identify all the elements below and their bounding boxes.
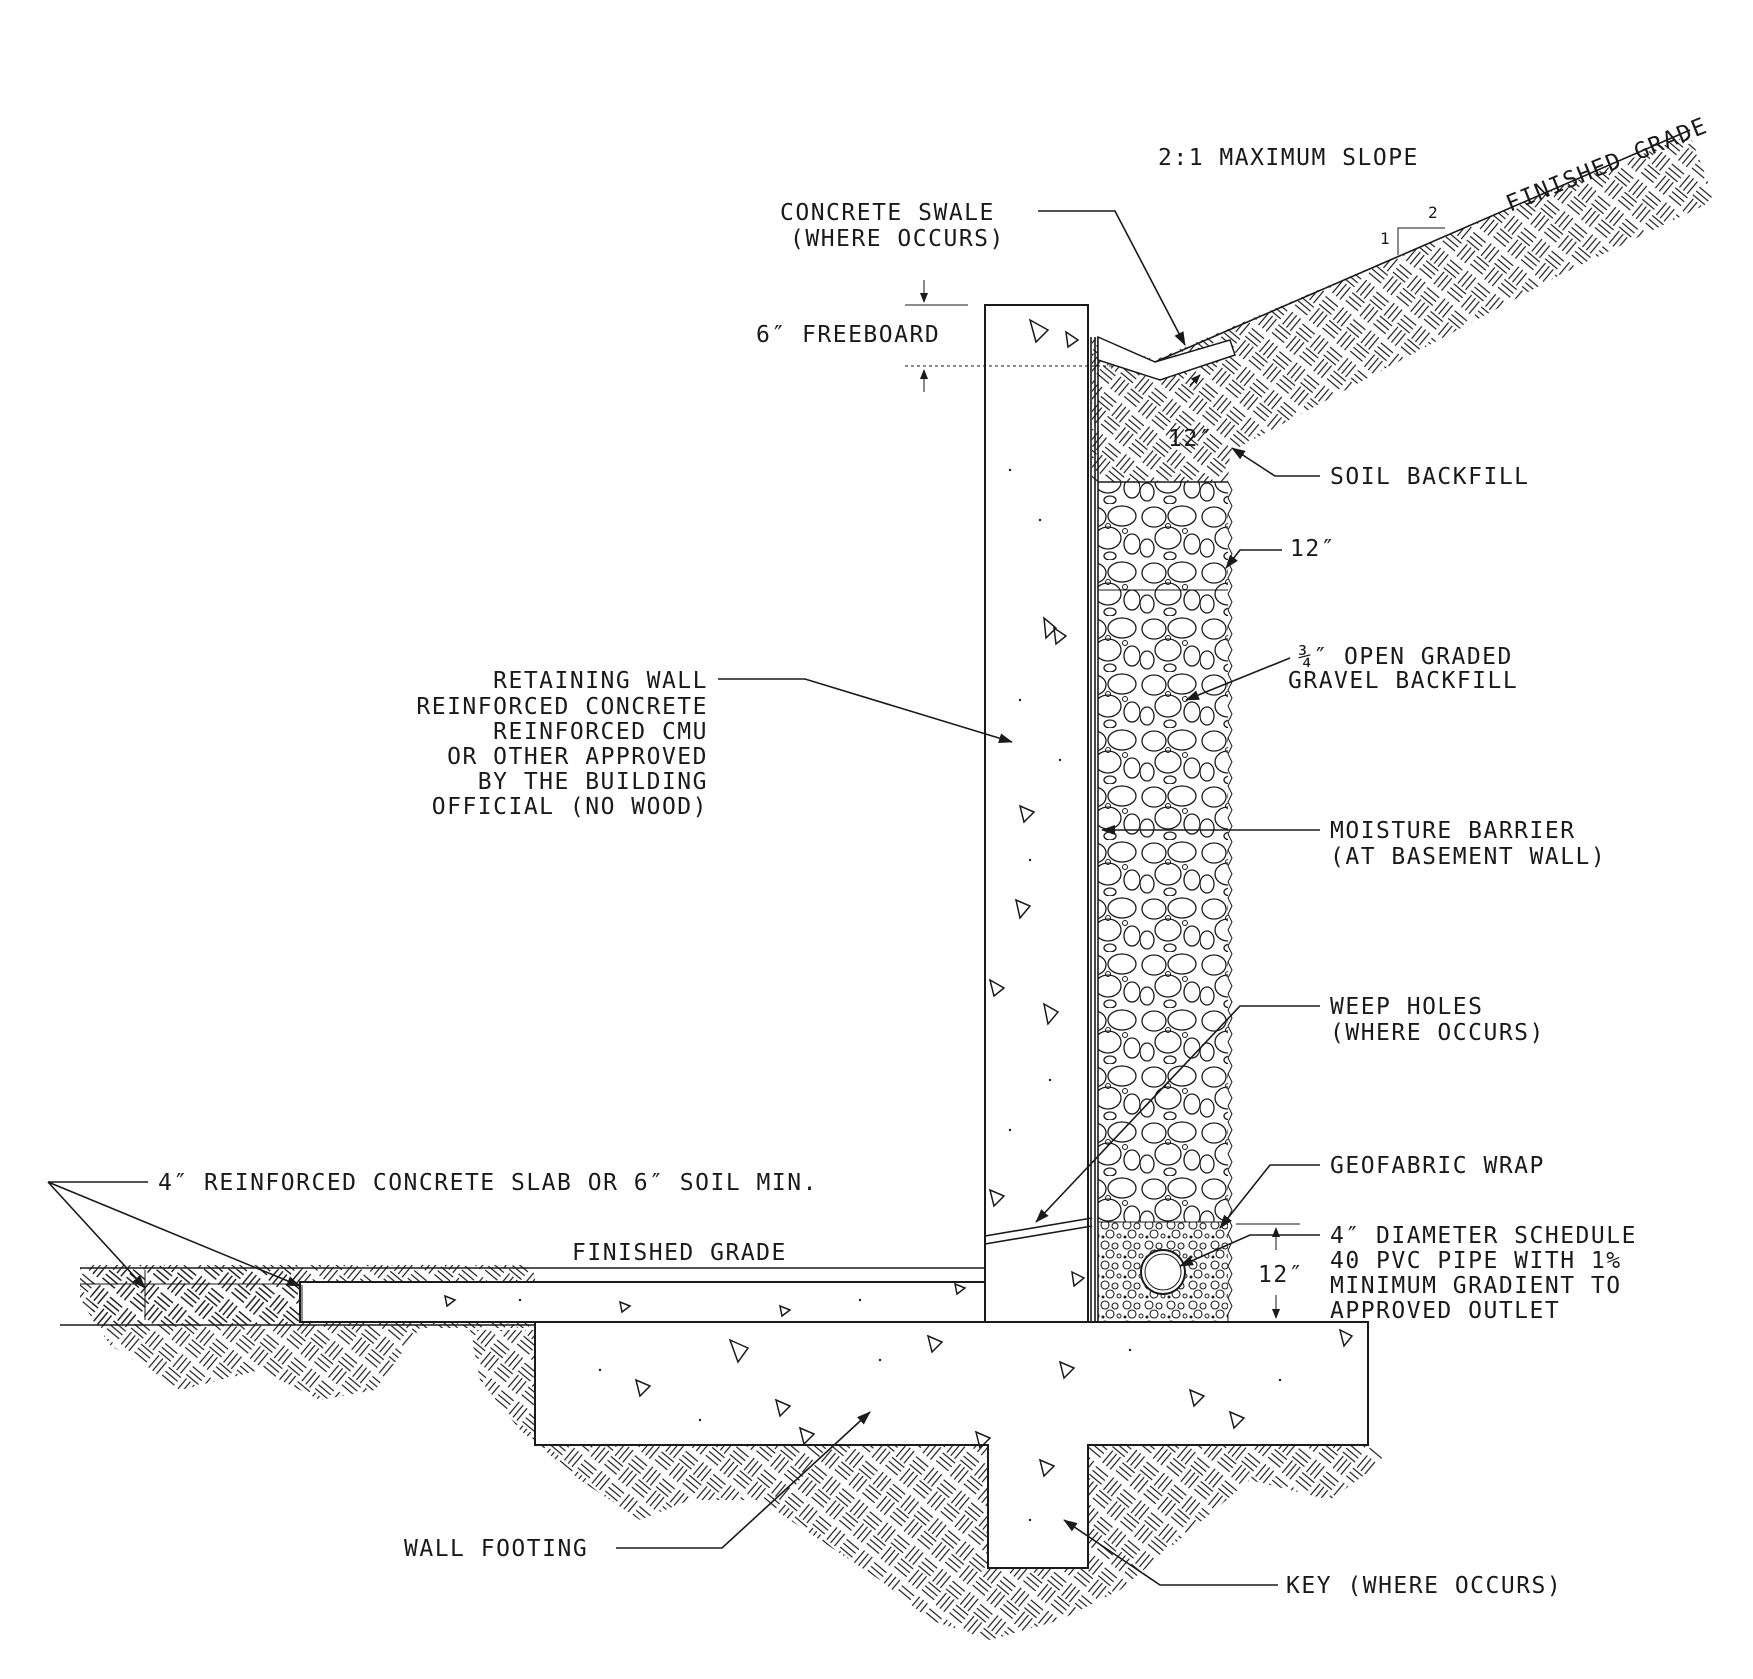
finished-grade-bottom-label: FINISHED GRADE xyxy=(572,1240,787,1266)
leader-lines xyxy=(47,210,1320,1586)
concrete-swale-label-2: (WHERE OCCURS) xyxy=(790,226,1005,252)
concrete-slab xyxy=(299,1281,986,1323)
slope-run-label: 2 xyxy=(1428,203,1438,222)
pipe-bed-dim: 12″ xyxy=(1258,1262,1304,1288)
finished-grade-slope-line xyxy=(1154,129,1691,363)
freeboard-label: 6″ FREEBOARD xyxy=(756,322,940,348)
wall-footing xyxy=(534,1321,1369,1569)
max-slope-label: 2:1 MAXIMUM SLOPE xyxy=(1158,145,1419,171)
gravel-backfill-label: ¾″ OPEN GRADED xyxy=(1298,644,1513,670)
moisture-barrier-label-2: (AT BASEMENT WALL) xyxy=(1330,844,1606,870)
concrete-aggregate-marks xyxy=(443,318,1354,1478)
retaining-wall-stem xyxy=(984,304,1089,1323)
pvc-pipe-label-3: MINIMUM GRADIENT TO xyxy=(1330,1273,1622,1299)
gravel-backfill-label-2: GRAVEL BACKFILL xyxy=(1288,668,1518,694)
pvc-pipe-label-2: 40 PVC PIPE WITH 1% xyxy=(1330,1248,1622,1274)
soil-backfill-label: SOIL BACKFILL xyxy=(1330,464,1530,490)
retaining-wall-label-1: RETAINING WALL xyxy=(493,668,708,694)
retaining-wall-label-4: OR OTHER APPROVED xyxy=(447,744,708,770)
weep-holes-label-2: (WHERE OCCURS) xyxy=(1330,1020,1545,1046)
slope-rise-label: 1 xyxy=(1380,229,1390,248)
retaining-wall-label-5: BY THE BUILDING xyxy=(478,769,708,795)
concrete-stipple xyxy=(518,468,1282,1522)
left-upper-hatch xyxy=(92,1270,300,1325)
retaining-wall-label-2: REINFORCED CONCRETE xyxy=(416,694,708,720)
gravel-backfill xyxy=(1098,482,1228,1222)
pvc-pipe-label-1: 4″ DIAMETER SCHEDULE xyxy=(1330,1223,1637,1249)
geofabric-outline xyxy=(1227,481,1233,1322)
slope-soil-backfill xyxy=(1092,135,1715,482)
concrete-swale-label: CONCRETE SWALE xyxy=(780,200,995,226)
gravel-width-dim: 12″ xyxy=(1290,536,1336,562)
moisture-barrier-label: MOISTURE BARRIER xyxy=(1330,818,1576,844)
weep-holes-label: WEEP HOLES xyxy=(1330,994,1483,1020)
wall-footing-label: WALL FOOTING xyxy=(404,1536,588,1562)
retaining-wall-label-3: REINFORCED CMU xyxy=(493,719,708,745)
slab-label: 4″ REINFORCED CONCRETE SLAB OR 6″ SOIL M… xyxy=(158,1170,818,1196)
pvc-drain-pipe xyxy=(1140,1249,1186,1295)
soil-under-footing xyxy=(470,1330,1385,1640)
retaining-wall-label-6: OFFICIAL (NO WOOD) xyxy=(432,794,708,820)
swale-depth-dim: 12″ xyxy=(1168,426,1214,452)
pvc-pipe-label-4: APPROVED OUTLET xyxy=(1330,1298,1560,1324)
key-label: KEY (WHERE OCCURS) xyxy=(1286,1573,1562,1599)
geofabric-label: GEOFABRIC WRAP xyxy=(1330,1153,1545,1179)
